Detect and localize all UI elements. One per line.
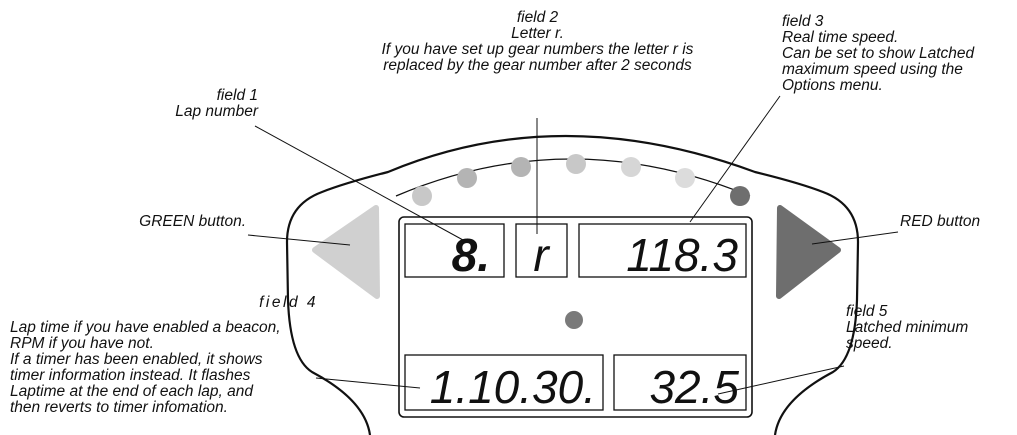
field1-title: field 1	[150, 88, 258, 104]
field5-line-2: speed.	[846, 336, 1006, 352]
green-button-label: GREEN button.	[100, 214, 246, 230]
field5-line-1: Latched minimum	[846, 320, 1006, 336]
field3-line-2: Can be set to show Latched	[782, 46, 1014, 62]
field2-title: field 2	[300, 10, 775, 26]
field5-display-value: 32.5	[649, 361, 739, 413]
field3-line-4: Options menu.	[782, 78, 1014, 94]
field3-title: field 3	[782, 14, 1014, 30]
field3-display-value: 118.3	[626, 229, 738, 281]
field4-line-6: then reverts to timer infomation.	[10, 400, 310, 416]
red-button-icon[interactable]	[779, 208, 838, 296]
field3-line-3: maximum speed using the	[782, 62, 1014, 78]
field2-line-1: Letter r.	[300, 26, 775, 42]
shift-light-2	[457, 168, 477, 188]
red-button-callout: RED button	[900, 214, 1010, 230]
shift-light-3	[511, 157, 531, 177]
center-indicator-led	[565, 311, 583, 329]
shift-light-5	[621, 157, 641, 177]
field4-title-wrap: field 4	[200, 295, 318, 311]
field2-callout: field 2 Letter r. If you have set up gea…	[300, 10, 775, 74]
field4-line-2: RPM if you have not.	[10, 336, 310, 352]
green-button-callout: GREEN button.	[100, 214, 246, 230]
field2-line-3: replaced by the gear number after 2 seco…	[300, 58, 775, 74]
shift-light-7	[730, 186, 750, 206]
field3-callout: field 3 Real time speed. Can be set to s…	[782, 14, 1014, 94]
field3-line-1: Real time speed.	[782, 30, 1014, 46]
field4-title: field 4	[200, 295, 318, 311]
red-button-label: RED button	[900, 214, 1010, 230]
shift-light-4	[566, 154, 586, 174]
field4-line-4: timer information instead. It flashes	[10, 368, 310, 384]
field2-display-value: r	[533, 229, 550, 281]
field4-callout: Lap time if you have enabled a beacon, R…	[10, 320, 310, 416]
field4-line-3: If a timer has been enabled, it shows	[10, 352, 310, 368]
field4-line-5: Laptime at the end of each lap, and	[10, 384, 310, 400]
field4-line-1: Lap time if you have enabled a beacon,	[10, 320, 310, 336]
shift-light-1	[412, 186, 432, 206]
field4-display-value: 1.10.30.	[430, 361, 596, 413]
field1-callout: field 1 Lap number	[150, 88, 258, 120]
green-button-icon[interactable]	[315, 208, 377, 296]
field5-callout: field 5 Latched minimum speed.	[846, 304, 1006, 352]
shift-light-6	[675, 168, 695, 188]
field1-line-1: Lap number	[150, 104, 258, 120]
field5-title: field 5	[846, 304, 1006, 320]
field2-line-2: If you have set up gear numbers the lett…	[300, 42, 775, 58]
